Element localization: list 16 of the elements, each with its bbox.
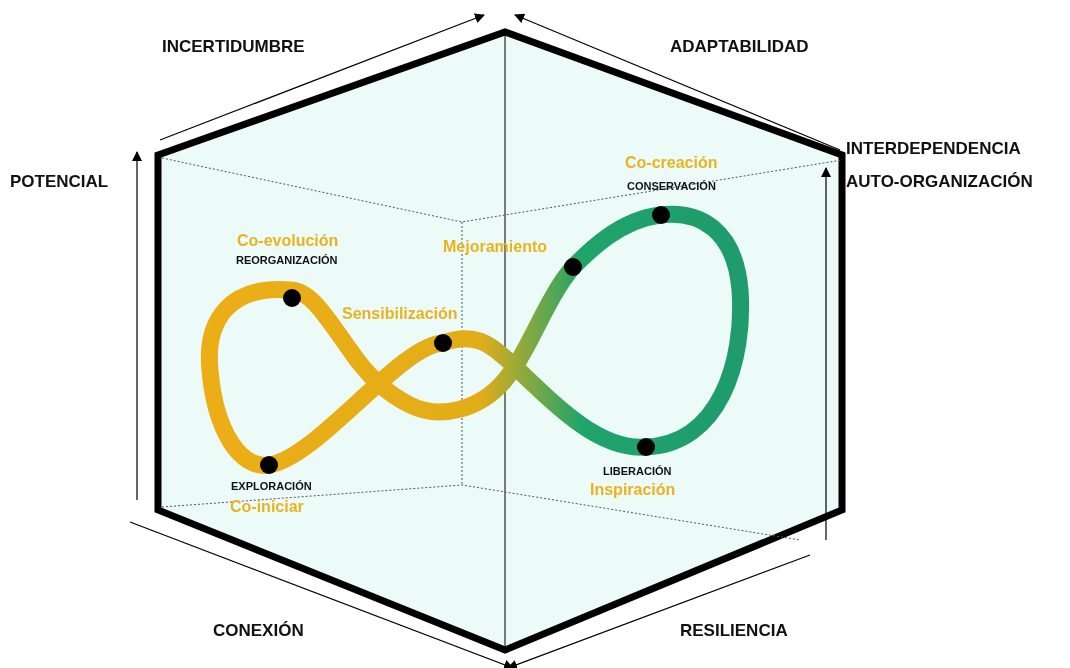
stage-label: Co-evolución <box>237 232 339 250</box>
axis-label: ADAPTABILIDAD <box>670 38 809 57</box>
stage-label: Sensibilización <box>342 305 458 323</box>
axis-label: INTERDEPENDENCIA <box>846 140 1021 159</box>
axis-label: INCERTIDUMBRE <box>162 38 305 57</box>
stage-label: Co-iniciar <box>230 498 304 516</box>
axis-label: AUTO-ORGANIZACIÓN <box>846 173 1033 192</box>
phase-label: CONSERVACIÓN <box>627 180 716 193</box>
axis-label: CONEXIÓN <box>213 622 304 641</box>
stage-label: Inspiración <box>590 481 676 499</box>
phase-label: LIBERACIÓN <box>603 465 672 478</box>
axis-label: POTENCIAL <box>10 173 109 192</box>
axis-label: RESILIENCIA <box>680 622 788 641</box>
phase-label: EXPLORACIÓN <box>231 480 312 493</box>
stage-label: Co-creación <box>625 154 718 172</box>
phase-label: REORGANIZACIÓN <box>236 254 338 267</box>
